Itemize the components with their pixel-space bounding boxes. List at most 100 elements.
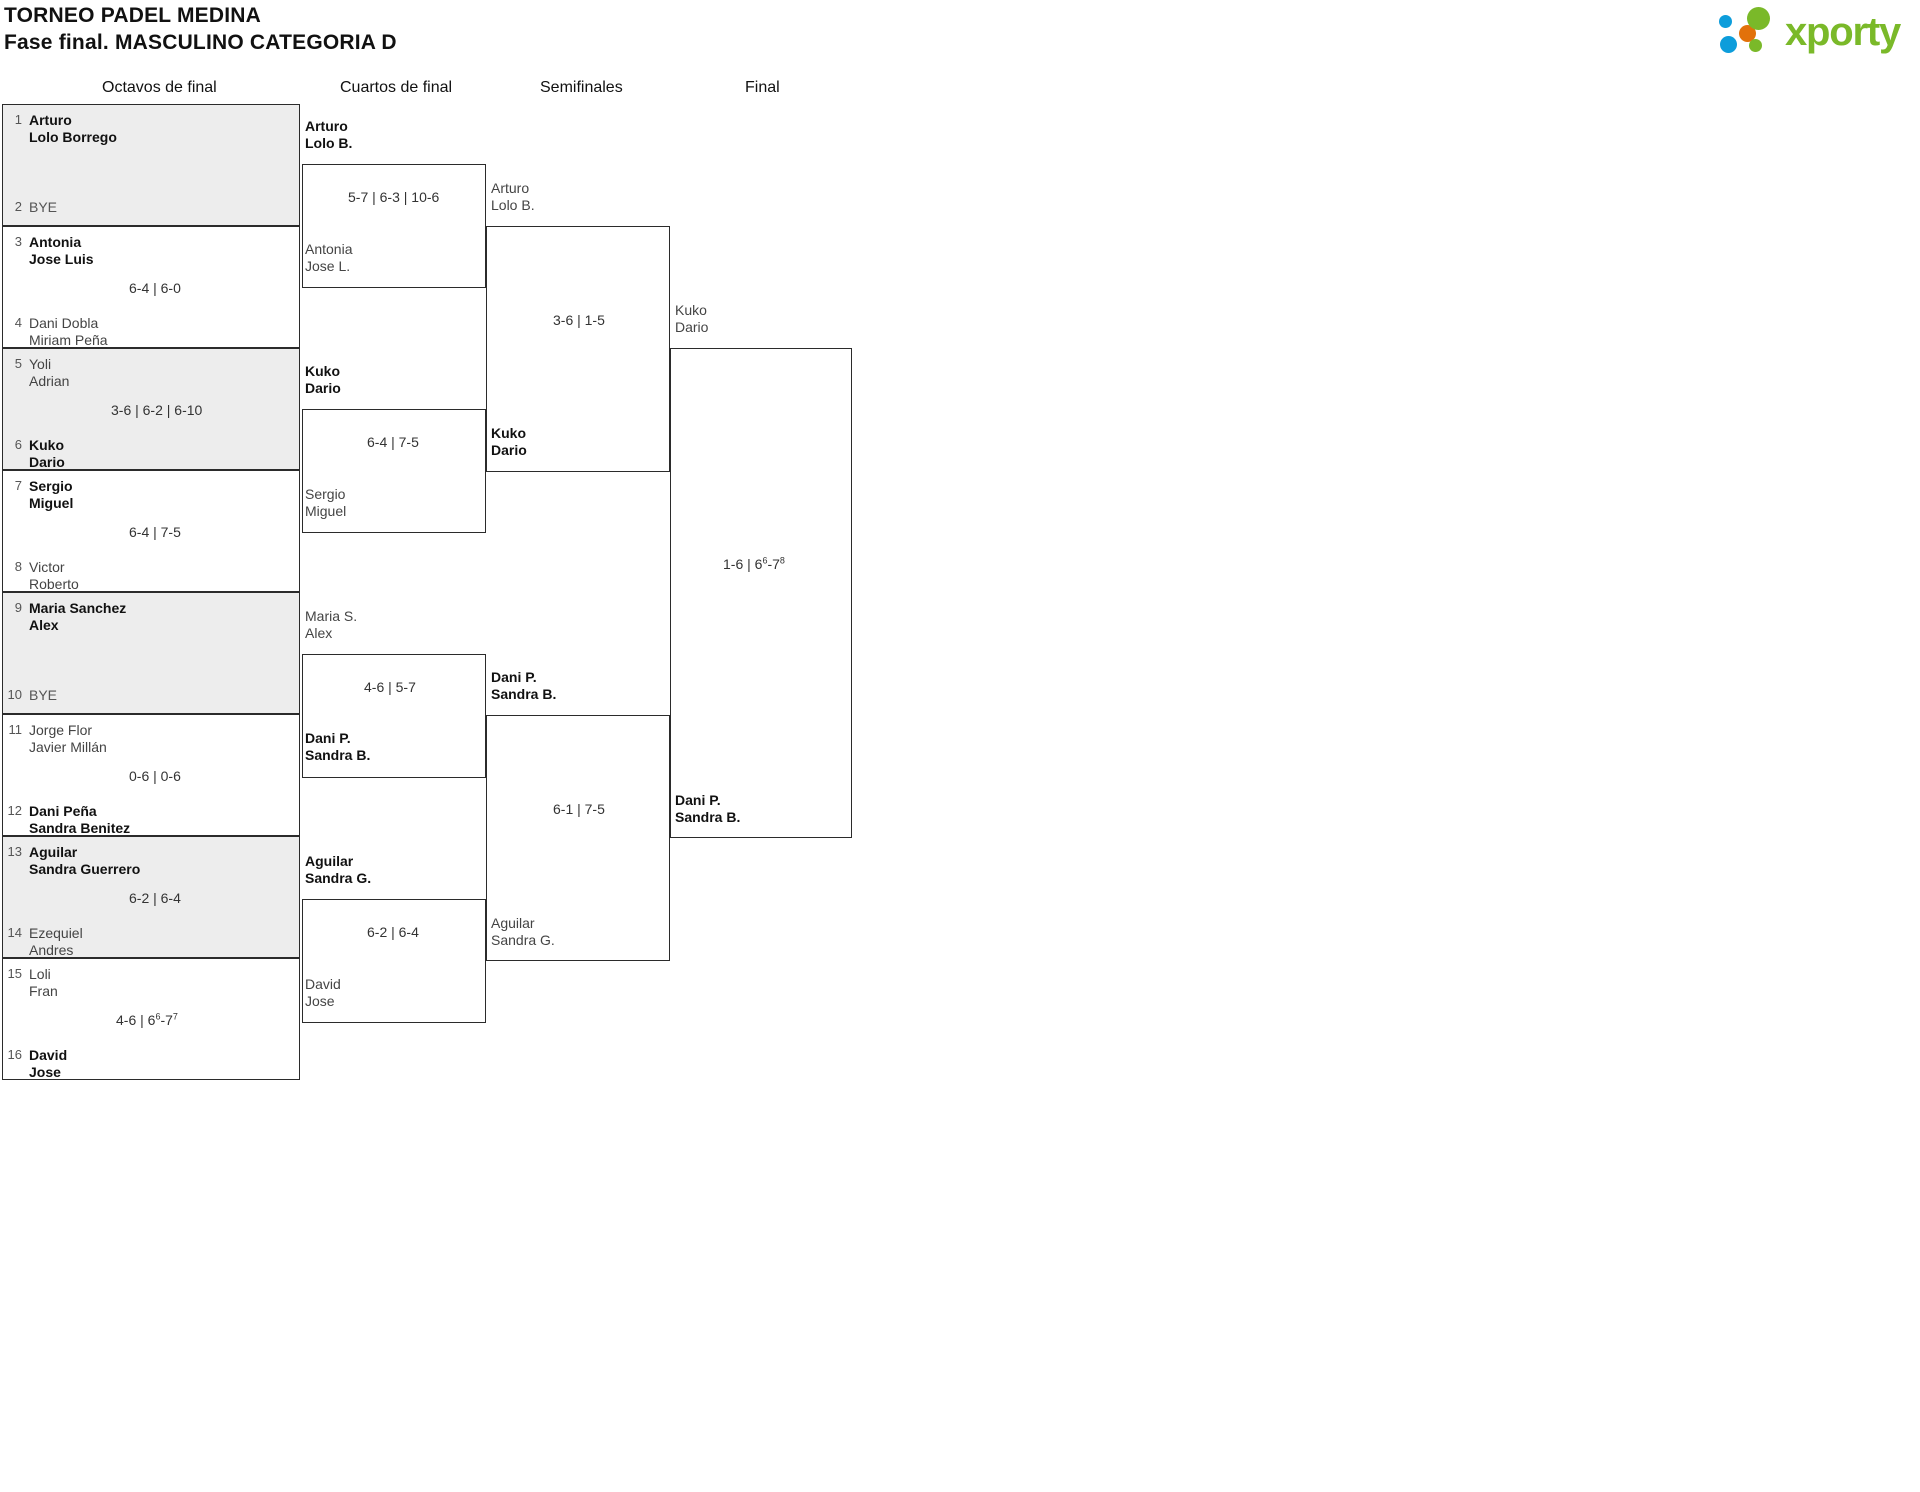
- seed-number: 5: [14, 356, 22, 371]
- r2-m1-connector: [302, 164, 486, 288]
- seed-number: 12: [7, 803, 22, 818]
- r1-m1-bottom[interactable]: 2 BYE: [3, 199, 299, 216]
- r1-m3-score: 3-6 | 6-2 | 6-10: [111, 402, 203, 418]
- r1-m6-score: 0-6 | 0-6: [129, 768, 181, 784]
- seed-number: 1: [14, 112, 22, 127]
- seed-number: 6: [14, 437, 22, 452]
- seed-number: 8: [14, 559, 22, 574]
- seed-number: 11: [8, 722, 23, 737]
- r1-m4-score: 6-4 | 7-5: [129, 524, 181, 540]
- r1-m7-score: 6-2 | 6-4: [129, 890, 181, 906]
- seed-number: 4: [14, 315, 22, 330]
- r3-m2-top-name: Dani P.Sandra B.: [491, 669, 557, 702]
- r2-m3-connector: [302, 654, 486, 778]
- player-name: BYE: [29, 687, 58, 703]
- r3-m2-score: 6-1 | 7-5: [553, 801, 605, 817]
- seed-number: 13: [7, 844, 22, 859]
- r2-m2-connector: [302, 409, 486, 533]
- round-header-cuartos: Cuartos de final: [340, 79, 453, 96]
- r1-m5-bottom[interactable]: 10 BYE: [3, 687, 299, 704]
- r1-m2-score: 6-4 | 6-0: [129, 280, 181, 296]
- tournament-phase: Fase final. MASCULINO CATEGORIA D: [4, 31, 397, 54]
- logo-wordmark: xporty: [1784, 10, 1901, 54]
- r4-connector: [670, 348, 852, 838]
- r2-m4-score: 6-2 | 6-4: [367, 924, 419, 940]
- r2-m3-score: 4-6 | 5-7: [364, 679, 416, 695]
- page-title: TORNEO PADEL MEDINA Fase final. MASCULIN…: [4, 2, 397, 56]
- r2-m3-top-name: Maria S.Alex: [305, 608, 358, 641]
- player-name: BYE: [29, 199, 58, 215]
- r2-m4-connector: [302, 899, 486, 1023]
- seed-number: 14: [7, 925, 22, 940]
- r2-m2-score: 6-4 | 7-5: [367, 434, 419, 450]
- r4-score: 1-6 | 66-78: [723, 555, 785, 572]
- round-header-semifinales: Semifinales: [540, 79, 623, 96]
- seed-number: 15: [7, 966, 22, 981]
- xporty-logo: xporty: [1718, 5, 1901, 59]
- seed-number: 2: [14, 199, 22, 214]
- tournament-name: TORNEO PADEL MEDINA: [4, 4, 261, 27]
- seed-number: 10: [7, 687, 22, 702]
- r3-m1-score: 3-6 | 1-5: [553, 312, 605, 328]
- round-header-octavos: Octavos de final: [102, 79, 217, 96]
- seed-number: 16: [7, 1047, 22, 1062]
- round-header-final: Final: [745, 79, 780, 96]
- r2-m1-score: 5-7 | 6-3 | 10-6: [348, 189, 440, 205]
- seed-number: 3: [14, 234, 22, 249]
- r1-m8-score: 4-6 | 66-77: [116, 1011, 178, 1028]
- logo-dots-icon: [1718, 7, 1781, 57]
- r2-m3-bottom-name: Dani P.Sandra B.: [305, 730, 371, 763]
- r4-bottom-name: Dani P.Sandra B.: [675, 792, 741, 825]
- r3-m2-connector: [486, 715, 670, 961]
- seed-number: 9: [14, 600, 22, 615]
- seed-number: 7: [14, 478, 22, 493]
